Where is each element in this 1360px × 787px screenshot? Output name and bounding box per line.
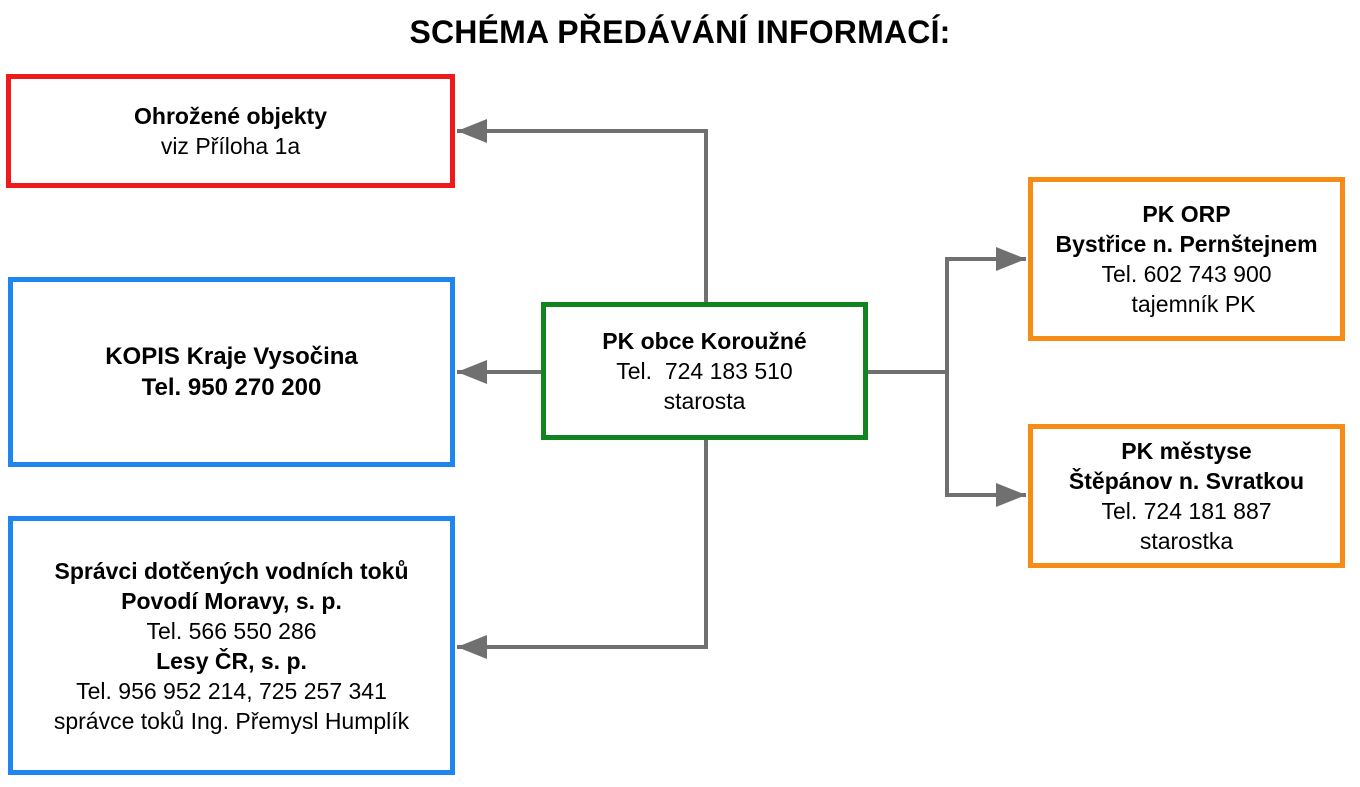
mestys-phone: Tel. 724 181 887 xyxy=(1101,498,1272,524)
mestys-place: Štěpánov n. Svratkou xyxy=(1068,468,1305,494)
arrow-junction-to-mestys xyxy=(945,372,1026,507)
center-role: starosta xyxy=(663,388,746,414)
orp-place: Bystřice n. Pernštejnem xyxy=(1055,231,1318,257)
ohrozene-heading: Ohrožené objekty xyxy=(134,103,327,129)
arrow-center-to-spravci xyxy=(457,440,708,659)
pk-obce-box: PK obce Koroužné Tel. 724 183 510 staros… xyxy=(541,302,868,440)
kopis-box: KOPIS Kraje Vysočina Tel. 950 270 200 xyxy=(8,277,455,467)
arrow-junction-to-orp xyxy=(945,247,1026,372)
pk-mestyse-box: PK městyse Štěpánov n. Svratkou Tel. 724… xyxy=(1028,424,1345,568)
spravci-org1: Povodí Moravy, s. p. xyxy=(121,587,342,614)
spravci-phone2: Tel. 956 952 214, 725 257 341 xyxy=(76,677,387,704)
orp-phone: Tel. 602 743 900 xyxy=(1101,261,1272,287)
arrow-center-to-ohrozene xyxy=(457,119,708,302)
orp-heading: PK ORP xyxy=(1142,201,1231,227)
spravci-phone1: Tel. 566 550 286 xyxy=(146,617,317,644)
spravci-toku-box: Správci dotčených vodních toků Povodí Mo… xyxy=(8,516,455,775)
mestys-role: starostka xyxy=(1139,528,1234,554)
orp-role: tajemník PK xyxy=(1131,291,1256,317)
spravci-heading: Správci dotčených vodních toků xyxy=(54,557,409,584)
ohrozene-line: viz Příloha 1a xyxy=(160,133,301,159)
spravci-contact: správce toků Ing. Přemysl Humplík xyxy=(53,707,410,734)
center-phone: Tel. 724 183 510 xyxy=(616,358,793,384)
pk-orp-box: PK ORP Bystřice n. Pernštejnem Tel. 602 … xyxy=(1028,177,1345,341)
diagram-title: SCHÉMA PŘEDÁVÁNÍ INFORMACÍ: xyxy=(409,14,951,50)
ohrozene-objekty-box: Ohrožené objekty viz Příloha 1a xyxy=(6,74,455,188)
spravci-org2: Lesy ČR, s. p. xyxy=(156,647,307,674)
center-heading: PK obce Koroužné xyxy=(602,328,807,354)
kopis-phone: Tel. 950 270 200 xyxy=(141,374,322,401)
mestys-heading: PK městyse xyxy=(1121,438,1252,464)
kopis-heading: KOPIS Kraje Vysočina xyxy=(105,343,358,370)
